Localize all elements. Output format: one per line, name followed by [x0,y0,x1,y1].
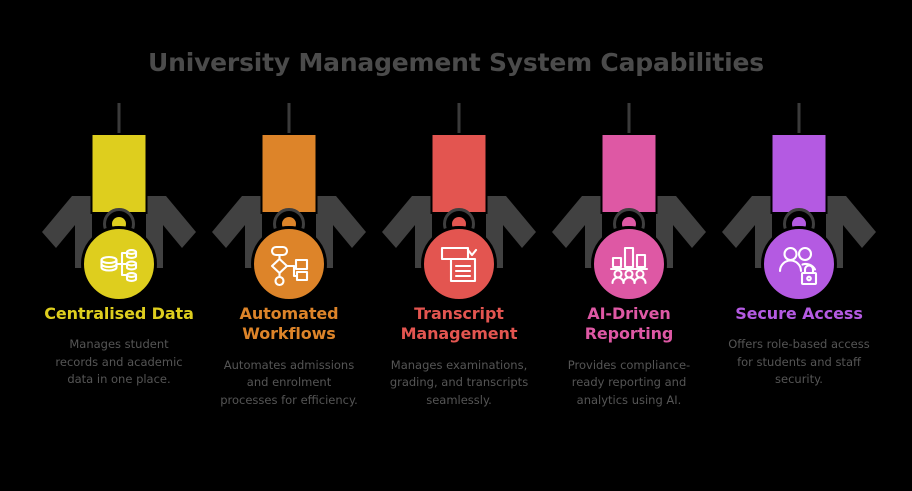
stem-line [117,103,121,134]
icon-badge [251,226,327,302]
capability-heading: Centralised Data [44,304,194,323]
stem-line [627,103,631,134]
stem-line [797,103,801,134]
icon-badge [761,226,837,302]
pin-assembly [714,100,884,302]
pin-assembly [544,100,714,302]
colored-bar [90,133,148,214]
capability-column-ai-driven-reporting: AI-Driven Reporting Provides compliance-… [544,100,714,409]
capability-description: Provides compliance-ready reporting and … [567,357,691,407]
capability-description: Automates admissions and enrolment proce… [220,357,358,407]
capability-columns: Centralised Data Manages student records… [0,100,912,409]
capability-heading: Automated Workflows [239,304,339,344]
bar-chart-people-icon [606,241,652,287]
flowchart-icon [266,241,312,287]
stem-line [287,103,291,134]
bracket-wings-icon [374,196,544,276]
users-lock-icon [776,241,822,287]
capability-column-centralised-data: Centralised Data Manages student records… [34,100,204,389]
capability-column-secure-access: Secure Access Offers role-based access f… [714,100,884,389]
stem-line [457,103,461,134]
pin-assembly [204,100,374,302]
document-check-icon [436,241,482,287]
icon-badge [591,226,667,302]
capability-column-transcript-management: Transcript Management Manages examinatio… [374,100,544,409]
colored-bar [260,133,318,214]
capability-heading: Secure Access [735,304,863,323]
capability-description: Manages examinations, grading, and trans… [389,357,529,407]
bracket-wings-icon [34,196,204,276]
bracket-wings-icon [204,196,374,276]
bracket-wings-icon [714,196,884,276]
pin-assembly [374,100,544,302]
colored-bar [430,133,488,214]
bracket-wings-icon [544,196,714,276]
capability-column-automated-workflows: Automated Workflows Automates admissions… [204,100,374,409]
page-title: University Management System Capabilitie… [148,48,764,77]
colored-bar [770,133,828,214]
capability-heading: AI-Driven Reporting [584,304,674,344]
icon-badge [81,226,157,302]
database-tree-icon [96,241,142,287]
pin-assembly [34,100,204,302]
capability-description: Manages student records and academic dat… [55,337,183,387]
capability-heading: Transcript Management [400,304,518,344]
icon-badge [421,226,497,302]
capability-description: Offers role-based access for students an… [728,337,870,387]
colored-bar [600,133,658,214]
